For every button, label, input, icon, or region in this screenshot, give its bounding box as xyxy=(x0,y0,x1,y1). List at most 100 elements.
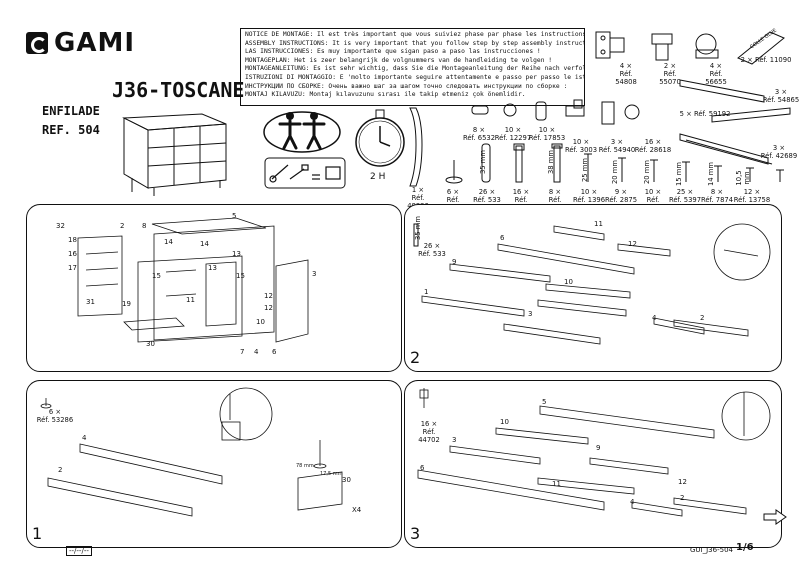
next-page-arrow-icon[interactable] xyxy=(762,508,788,526)
part-ref: Réf. 53286 xyxy=(36,416,74,424)
callout: 4 xyxy=(630,498,635,506)
callout: 10 xyxy=(564,278,573,286)
product-type: ENFILADE xyxy=(42,104,100,118)
callout: 15 xyxy=(236,272,245,280)
hardware-top-icons xyxy=(595,31,785,65)
callout: 14 xyxy=(200,240,209,248)
callout: 30 xyxy=(146,340,155,348)
step-2-number: 2 xyxy=(410,348,421,367)
part-qty: 16 × xyxy=(420,420,438,428)
callout: 18 xyxy=(68,236,77,244)
footer-date: --/--/-- xyxy=(66,546,92,556)
page-number: 1/6 xyxy=(736,542,754,553)
step-2-drawing xyxy=(413,223,771,345)
part-ref: Réf. 2875 xyxy=(604,196,638,204)
handle-part-icon xyxy=(409,107,423,187)
part-qty: 1 × xyxy=(411,186,425,194)
callout: 6 xyxy=(500,234,505,242)
step-3-drawing xyxy=(417,388,771,517)
part-ref: Réf. 3003 xyxy=(564,146,598,154)
dim-label: 17,5 mm xyxy=(320,471,343,477)
part-qty: 26 × xyxy=(423,242,441,250)
notice-box: NOTICE DE MONTAGE: Il est très important… xyxy=(240,28,585,106)
callout: 11 xyxy=(186,296,195,304)
part-qty: 5 × Réf. 59192 xyxy=(679,110,731,118)
part-qty: 6 × xyxy=(48,408,62,416)
notice-line: ASSEMBLY INSTRUCTIONS: It is very import… xyxy=(245,39,585,47)
notice-line: NOTICE DE MONTAGE: Il est très important… xyxy=(245,31,585,38)
callout: 14 xyxy=(164,238,173,246)
model-title: J36-TOSCANE xyxy=(112,78,245,102)
callout: 11 xyxy=(594,220,603,228)
dim-label: 35 mm xyxy=(479,149,487,175)
part-qty: 3 × xyxy=(610,138,624,146)
part-qty: 8 × xyxy=(710,188,724,196)
part-qty: 3 × xyxy=(774,88,788,96)
callout: 12 xyxy=(264,304,273,312)
dim-label: 15 mm xyxy=(675,161,683,187)
product-ref: REF. 504 xyxy=(42,123,100,137)
step-1-drawing xyxy=(40,387,343,517)
part-ref: Réf. 42689 xyxy=(760,152,798,160)
callout: 2 xyxy=(120,222,125,230)
callout: 19 xyxy=(122,300,131,308)
part-ref: Réf. 1396 xyxy=(572,196,606,204)
part-ref: Réf. 28618 xyxy=(634,146,672,154)
callout: 1 xyxy=(424,288,429,296)
part-ref: Réf. 54808 xyxy=(615,70,637,86)
part-qty: 10 × xyxy=(504,126,522,134)
callout: 5 xyxy=(542,398,547,406)
callout: 9 xyxy=(452,258,457,266)
part-ref: Réf. 6532 xyxy=(462,134,496,142)
callout: 7 xyxy=(240,348,245,356)
callout: 12 xyxy=(628,240,637,248)
callout: 12 xyxy=(678,478,687,486)
part-qty: 26 × xyxy=(478,188,496,196)
part-ref: Réf. 533 xyxy=(473,196,501,204)
assembly-time: 2 H xyxy=(370,172,386,182)
footer-code: GUI_J36-504 xyxy=(690,546,733,554)
notice-line: ИНСТРУКЦИИ ПО СБОРКЕ: Очень важно шаг за… xyxy=(245,82,568,90)
part-ref: Réf. 5397 xyxy=(668,196,702,204)
part-ref: Réf. 17853 xyxy=(528,134,566,142)
callout: 10 xyxy=(256,318,265,326)
hardware-mid-icons xyxy=(471,99,640,125)
cabinet-thumbnail xyxy=(122,113,227,196)
callout: 16 xyxy=(68,250,77,258)
two-persons-icon xyxy=(263,111,341,153)
part-ref: Réf. 533 xyxy=(418,250,446,258)
tools-icon xyxy=(264,157,346,189)
callout: 30 xyxy=(342,476,351,484)
part-qty: 16 × xyxy=(644,138,662,146)
part-qty: 10 × xyxy=(572,138,590,146)
callout: 3 xyxy=(528,310,533,318)
part-qty: 12 × xyxy=(743,188,761,196)
callout: 2 xyxy=(680,494,685,502)
part-ref: Réf. 13758 xyxy=(733,196,771,204)
gami-logo-icon xyxy=(26,32,48,54)
notice-line: MONTAGEANLEITUNG: Es ist sehr wichtig, d… xyxy=(245,65,585,73)
notice-line: MONTAGEPLAN: Het is zeer belangrijk de v… xyxy=(245,56,553,64)
callout: 6 xyxy=(420,464,425,472)
callout: 4 xyxy=(82,434,87,442)
dim-label: 25 mm xyxy=(581,157,589,183)
callout: 13 xyxy=(232,250,241,258)
notice-line: MONTAJ KILAVUZU: Montaj kılavuzunu sıras… xyxy=(245,91,526,99)
callout: 10 xyxy=(500,418,509,426)
callout: 32 xyxy=(56,222,65,230)
part-ref: Réf. 44702 xyxy=(418,428,440,444)
notice-line: ISTRUZIONI DI MONTAGGIO: E 'molto import… xyxy=(245,73,584,81)
part-qty: 10 × xyxy=(580,188,598,196)
callout: 12 xyxy=(264,292,273,300)
step-1-panel xyxy=(26,380,402,548)
screws-icons xyxy=(445,143,784,184)
part-qty: 6 × xyxy=(446,188,460,196)
part-qty: 4 × xyxy=(709,62,723,70)
part-qty: 3 × xyxy=(772,144,786,152)
part-qty: 8 × xyxy=(548,188,562,196)
part-qty: 4 × xyxy=(619,62,633,70)
exploded-view-drawing xyxy=(77,217,309,343)
callout: 3 xyxy=(452,436,457,444)
part-qty: 8 × xyxy=(472,126,486,134)
callout: 31 xyxy=(86,298,95,306)
